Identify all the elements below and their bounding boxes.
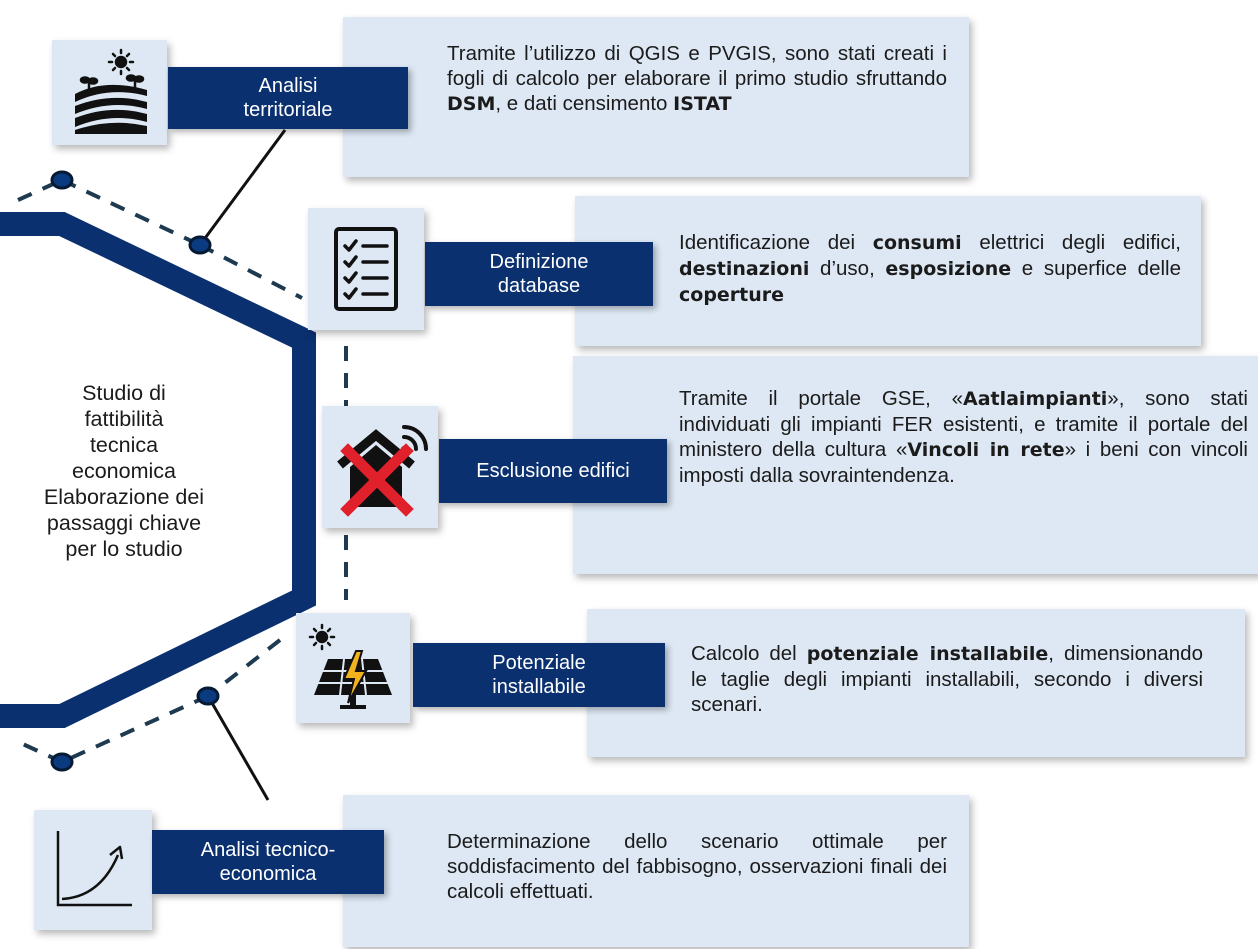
node-4 <box>50 752 74 772</box>
step-5-description: Determinazione dello scenario ottimale p… <box>343 795 969 947</box>
step-5-text: Determinazione dello scenario ottimale p… <box>447 829 947 904</box>
bold-term: Vincoli in rete <box>907 439 1065 461</box>
step-3-label: Esclusione edifici <box>439 439 667 503</box>
step-3-text: Tramite il portale GSE, «Aatlaimpianti»,… <box>679 386 1248 488</box>
bold-term: Aatlaimpianti <box>962 388 1108 410</box>
step-2-label: Definizione database <box>425 242 653 306</box>
bold-term: DSM <box>447 93 496 115</box>
step-2-text: Identificazione dei consumi elettrici de… <box>679 230 1181 308</box>
text-segment: e superfice delle <box>1011 257 1181 280</box>
bold-term: potenziale installabile <box>806 643 1049 665</box>
bold-term: ISTAT <box>673 93 732 115</box>
text-segment: Determinazione dello scenario ottimale p… <box>447 830 947 903</box>
step-1-icon-box <box>52 40 167 145</box>
text-segment: , e dati censimento <box>495 92 674 115</box>
label-line: Analisi tecnico- <box>200 839 336 861</box>
step-3-icon-box <box>322 406 438 528</box>
text-segment: Calcolo del <box>691 642 807 665</box>
label-line: territoriale <box>243 99 333 121</box>
bold-term: esposizione <box>885 258 1012 280</box>
text-segment: d’uso, <box>809 257 886 280</box>
step-4-icon-box <box>296 613 410 723</box>
label-line: Definizione <box>489 251 589 273</box>
node-2 <box>188 235 212 255</box>
central-title-line: passaggi chiave <box>46 511 202 535</box>
step-5-label: Analisi tecnico- economica <box>152 830 384 894</box>
label-line: economica <box>219 863 317 885</box>
step-2-icon-box <box>308 208 424 330</box>
connector-top <box>198 129 287 246</box>
bold-term: coperture <box>679 284 785 306</box>
step-1-label: Analisi territoriale <box>168 67 408 129</box>
step-4-label: Potenziale installabile <box>413 643 665 707</box>
central-hexagon <box>0 212 316 728</box>
label-line: Potenziale <box>492 652 586 674</box>
text-segment: Tramite il portale GSE, « <box>679 387 963 410</box>
central-title: Studio di fattibilità tecnica economica … <box>0 380 248 562</box>
step-4-text: Calcolo del potenziale installabile, dim… <box>691 641 1203 717</box>
text-segment: », sono stati individuati gli impianti F… <box>679 387 1248 461</box>
text-segment: elettrici degli edifici, <box>961 231 1181 254</box>
growth-curve-icon <box>56 831 132 907</box>
central-title-line: tecnica <box>89 433 159 457</box>
step-3-description: Tramite il portale GSE, «Aatlaimpianti»,… <box>573 356 1258 574</box>
bold-term: consumi <box>872 232 962 254</box>
node-3 <box>196 686 220 706</box>
landscape-sun-icon <box>74 48 147 134</box>
path-nodes <box>50 170 220 772</box>
text-segment: , dimensionando le taglie degli impianti… <box>691 642 1203 716</box>
central-title-line: per lo studio <box>65 537 183 561</box>
bold-term: destinazioni <box>679 258 810 280</box>
step-1-description: Tramite l’utilizzo di QGIS e PVGIS, sono… <box>343 17 969 177</box>
label-line: installabile <box>492 676 586 698</box>
central-title-line: fattibilità <box>84 407 164 431</box>
step-1-text: Tramite l’utilizzo di QGIS e PVGIS, sono… <box>447 41 947 117</box>
node-1 <box>50 170 74 190</box>
label-line: Analisi <box>258 75 318 97</box>
text-segment: Tramite l’utilizzo di QGIS e PVGIS, sono… <box>447 42 947 90</box>
checklist-icon <box>334 227 398 311</box>
label-line: Esclusione edifici <box>476 460 630 482</box>
step-5-icon-box <box>34 810 152 930</box>
text-segment: Identificazione dei <box>679 231 873 254</box>
connector-bottom <box>206 695 270 801</box>
central-title-line: economica <box>72 459 176 483</box>
central-title-line: Elaborazione dei <box>43 485 205 509</box>
central-title-line: Studio di <box>82 381 166 405</box>
label-line: database <box>497 275 581 297</box>
step-2-description: Identificazione dei consumi elettrici de… <box>575 196 1201 346</box>
solar-panel-icon <box>308 623 392 709</box>
excluded-house-icon <box>337 425 428 517</box>
text-segment: » i beni con vincoli imposti dalla sovra… <box>679 438 1248 487</box>
step-4-description: Calcolo del potenziale installabile, dim… <box>587 609 1245 757</box>
